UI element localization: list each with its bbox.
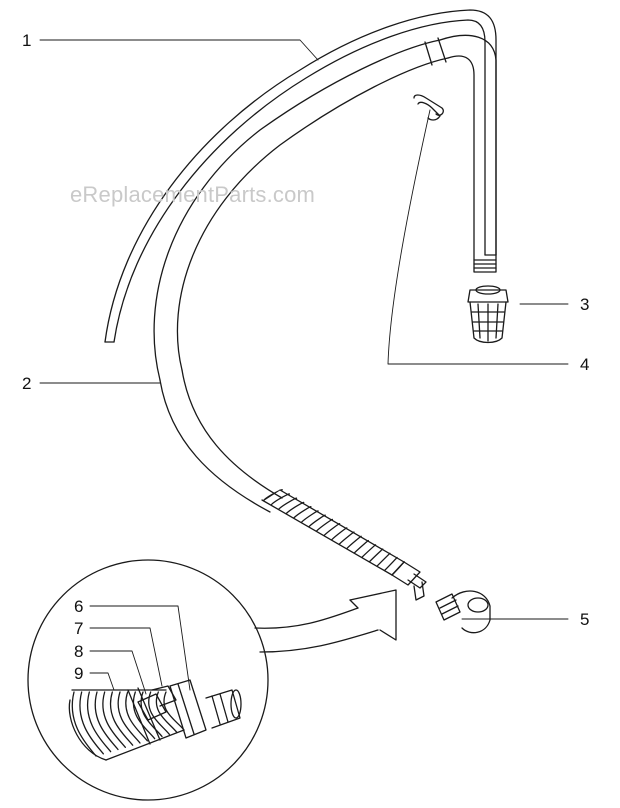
hose-rib bbox=[331, 527, 348, 541]
detail-hose-rib bbox=[79, 691, 104, 755]
hose-ribbed-section bbox=[261, 489, 427, 601]
leader-lines bbox=[39, 39, 569, 695]
callout-6: 6 bbox=[74, 597, 84, 616]
hose-rib bbox=[353, 539, 369, 554]
inlet-screen bbox=[467, 285, 509, 344]
hose-rib bbox=[346, 535, 362, 550]
detail-hose-rib bbox=[125, 691, 148, 742]
hose-rib bbox=[323, 522, 341, 536]
hose-rib bbox=[278, 497, 298, 510]
callout-5: 5 bbox=[580, 610, 590, 629]
hose-rib bbox=[285, 501, 305, 514]
hose-rib bbox=[338, 531, 355, 545]
detail-hose-rib bbox=[87, 691, 112, 753]
hose-rib bbox=[316, 518, 333, 532]
callout-7: 7 bbox=[74, 619, 84, 638]
return-tube bbox=[104, 9, 497, 343]
detail-hose-rib bbox=[132, 691, 156, 740]
hose-rib bbox=[376, 552, 391, 567]
hose-rib bbox=[308, 514, 326, 528]
detail-hose-rib bbox=[117, 691, 141, 744]
hose-rib bbox=[270, 493, 290, 506]
detail-hose-rib bbox=[94, 691, 119, 751]
elbow-fitting bbox=[435, 590, 491, 634]
hose-rib bbox=[263, 489, 283, 501]
callout-4: 4 bbox=[580, 355, 590, 374]
callout-1: 1 bbox=[22, 31, 32, 50]
callout-8: 8 bbox=[74, 642, 84, 661]
detail-hose-rib bbox=[102, 691, 126, 748]
callout-9: 9 bbox=[74, 664, 84, 683]
callout-3: 3 bbox=[580, 295, 590, 314]
hose-rib bbox=[300, 510, 319, 523]
detail-hose-rib bbox=[71, 691, 97, 757]
detail-circle bbox=[27, 559, 397, 801]
hose-rib bbox=[383, 556, 398, 572]
hose-rib bbox=[368, 548, 384, 563]
hose-rib bbox=[293, 506, 312, 519]
callout-2: 2 bbox=[22, 374, 32, 393]
watermark: eReplacementParts.com bbox=[70, 182, 316, 207]
detail-hose-rib bbox=[110, 691, 134, 746]
suction-hose bbox=[153, 34, 497, 513]
detail-hose-assembly bbox=[68, 679, 242, 761]
hose-rib bbox=[361, 544, 377, 559]
tube-clip bbox=[413, 94, 444, 121]
detail-hose-rib bbox=[163, 691, 185, 731]
